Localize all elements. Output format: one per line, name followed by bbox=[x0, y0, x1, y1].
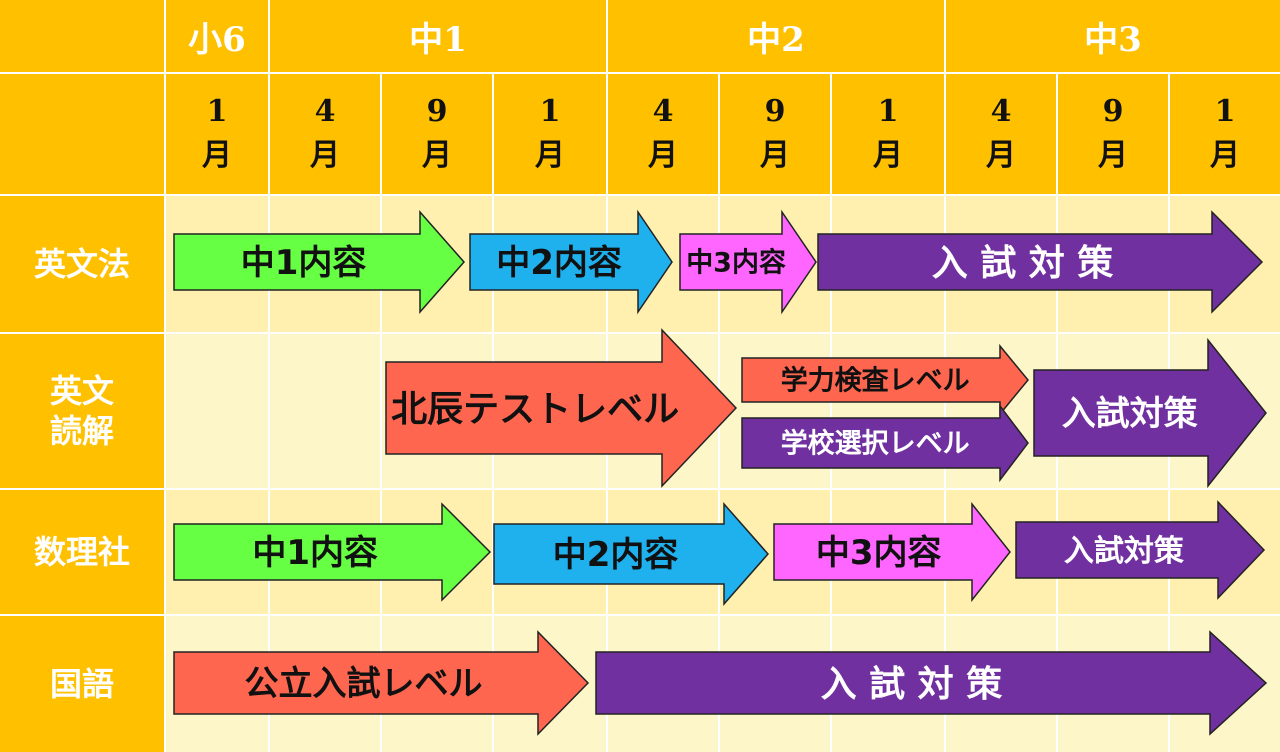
column-gridline bbox=[944, 196, 946, 752]
arrow-label: 学力検査レベル bbox=[781, 365, 970, 397]
arrow-shape bbox=[173, 630, 590, 736]
row-label-grammar: 英文法 bbox=[0, 196, 164, 332]
timeline-arrow: 学校選択レベル bbox=[741, 403, 1029, 483]
arrow-shape bbox=[469, 209, 673, 315]
column-gridline bbox=[606, 196, 608, 752]
timeline-arrow: 入 試 対 策 bbox=[817, 210, 1264, 314]
corner-cell bbox=[0, 74, 164, 194]
corner-cell bbox=[0, 0, 164, 72]
column-gridline bbox=[492, 196, 494, 752]
column-gridline bbox=[380, 196, 382, 752]
arrow-label: 中3内容 bbox=[816, 533, 942, 573]
arrow-shape bbox=[679, 209, 817, 315]
arrow-shape bbox=[1015, 500, 1266, 600]
arrow-shape bbox=[385, 328, 738, 488]
column-gridline bbox=[268, 196, 270, 752]
timeline-arrow: 入試対策 bbox=[1033, 337, 1267, 489]
timeline-arrow: 入 試 対 策 bbox=[595, 630, 1268, 736]
timeline-arrow: 中1内容 bbox=[173, 210, 465, 314]
column-gridline bbox=[1168, 196, 1170, 752]
arrow-shape bbox=[741, 403, 1029, 483]
arrow-label: 北辰テストレベル bbox=[391, 389, 679, 430]
arrow-shape bbox=[741, 343, 1029, 417]
timeline-arrow: 学力検査レベル bbox=[741, 343, 1029, 417]
arrow-label: 入 試 対 策 bbox=[821, 664, 1003, 705]
arrow-shape bbox=[817, 210, 1264, 314]
arrow-label: 中2内容 bbox=[496, 243, 622, 283]
column-gridline bbox=[1056, 196, 1058, 752]
arrow-label: 入試対策 bbox=[1064, 534, 1184, 569]
arrow-shape bbox=[493, 502, 769, 606]
arrow-shape bbox=[1033, 337, 1267, 489]
row-label-reading: 英文読解 bbox=[0, 334, 164, 488]
timeline-arrow: 中2内容 bbox=[469, 209, 673, 315]
arrow-shape bbox=[173, 210, 465, 314]
row-label-math-science-social: 数理社 bbox=[0, 490, 164, 614]
arrow-label: 中3内容 bbox=[686, 247, 786, 279]
arrow-label: 学校選択レベル bbox=[781, 428, 970, 460]
timeline-arrow: 中3内容 bbox=[679, 209, 817, 315]
arrow-label: 公立入試レベル bbox=[245, 664, 483, 704]
row-label-japanese: 国語 bbox=[0, 616, 164, 752]
column-gridline bbox=[718, 196, 720, 752]
arrow-label: 中2内容 bbox=[553, 535, 679, 575]
timeline-arrow: 中1内容 bbox=[173, 502, 492, 602]
arrow-shape bbox=[773, 501, 1011, 603]
arrow-label: 入 試 対 策 bbox=[932, 243, 1114, 284]
arrow-label: 中1内容 bbox=[252, 533, 378, 573]
timeline-arrow: 中3内容 bbox=[773, 501, 1011, 603]
timeline-arrow: 入試対策 bbox=[1015, 500, 1266, 600]
grade-header: 中2 bbox=[608, 0, 944, 72]
timeline-arrow: 中2内容 bbox=[493, 502, 769, 606]
arrow-label: 入試対策 bbox=[1062, 394, 1198, 434]
column-gridline bbox=[830, 196, 832, 752]
timeline-arrow: 公立入試レベル bbox=[173, 630, 590, 736]
grade-header: 小6 bbox=[166, 0, 268, 72]
grade-header: 中1 bbox=[270, 0, 606, 72]
arrow-shape bbox=[595, 630, 1268, 736]
timeline-arrow: 北辰テストレベル bbox=[385, 328, 738, 488]
arrow-label: 中1内容 bbox=[241, 243, 367, 283]
arrow-shape bbox=[173, 502, 492, 602]
grade-header: 中3 bbox=[946, 0, 1280, 72]
